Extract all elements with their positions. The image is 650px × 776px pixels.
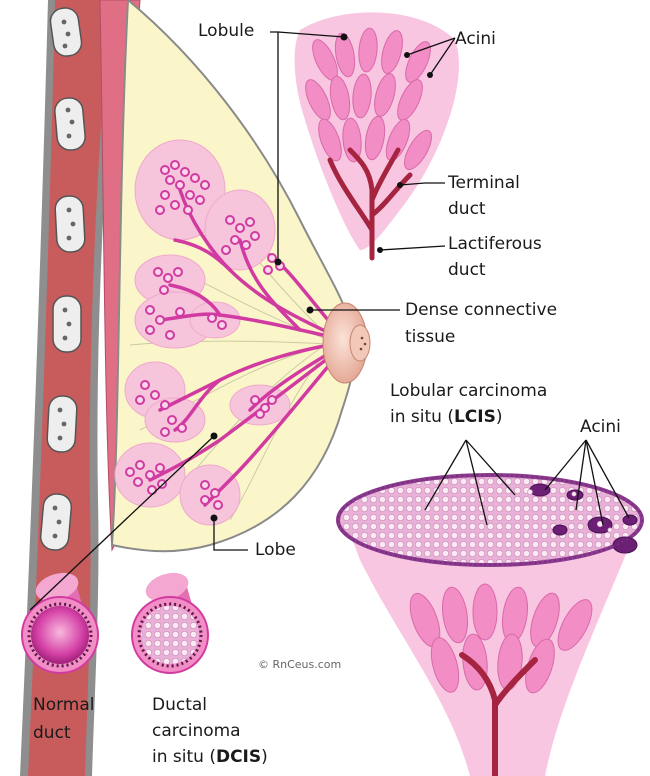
label-dcis-line2: carcinoma [152, 720, 241, 742]
label-lactiferous-duct-line2: duct [448, 259, 486, 281]
lobule-enlargement [295, 12, 459, 258]
label-acini-top: Acini [455, 28, 496, 50]
nipple [323, 303, 370, 383]
label-lobe: Lobe [255, 539, 296, 561]
label-terminal-duct-line2: duct [448, 198, 486, 220]
label-lcis-line1: Lobular carcinoma [390, 380, 547, 402]
label-dcis-line3: in situ (DCIS) [152, 746, 268, 768]
copyright-notice: © RnCeus.com [258, 658, 341, 671]
label-terminal-duct-line1: Terminal [448, 172, 520, 194]
label-normal-duct-line2: duct [33, 722, 71, 744]
label-dense-tissue-line2: tissue [405, 326, 455, 348]
label-dense-tissue-line1: Dense connective [405, 299, 557, 321]
label-dcis-line1: Ductal [152, 694, 207, 716]
label-normal-duct-line1: Normal [33, 694, 95, 716]
label-lactiferous-duct-line1: Lactiferous [448, 233, 542, 255]
label-lcis-line2: in situ (LCIS) [390, 406, 503, 428]
dcis-illustration [132, 568, 208, 673]
label-lobule: Lobule [198, 20, 254, 42]
lcis-cross-section [338, 475, 642, 776]
label-acini-bottom: Acini [580, 416, 621, 438]
